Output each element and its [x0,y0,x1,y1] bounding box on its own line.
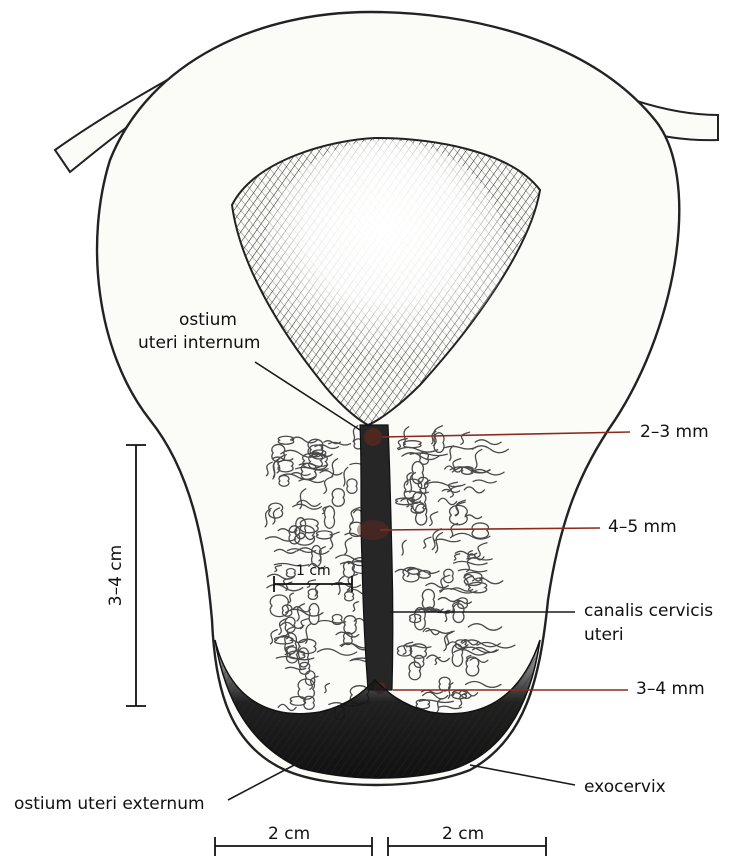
label-width-upper: 2–3 mm [640,422,709,443]
label-ostium-internum-line1: ostium [179,310,237,331]
label-inner-scale: 1 cm [296,561,331,582]
label-width-right: 2 cm [442,824,484,845]
label-ostium-internum-line2: uteri internum [138,333,260,354]
label-canalis-line1: canalis cervicis [584,601,713,622]
label-width-lower: 3–4 mm [636,679,705,700]
label-width-left: 2 cm [268,824,310,845]
pointer-exocervix [470,765,575,785]
label-exocervix: exocervix [584,777,666,798]
label-width-middle: 4–5 mm [608,517,677,538]
pointer-ostium-externum [228,762,300,800]
label-cervix-length: 3–4 cm [106,545,127,606]
label-ostium-externum: ostium uteri externum [14,794,205,815]
label-canalis-line2: uteri [584,625,624,646]
